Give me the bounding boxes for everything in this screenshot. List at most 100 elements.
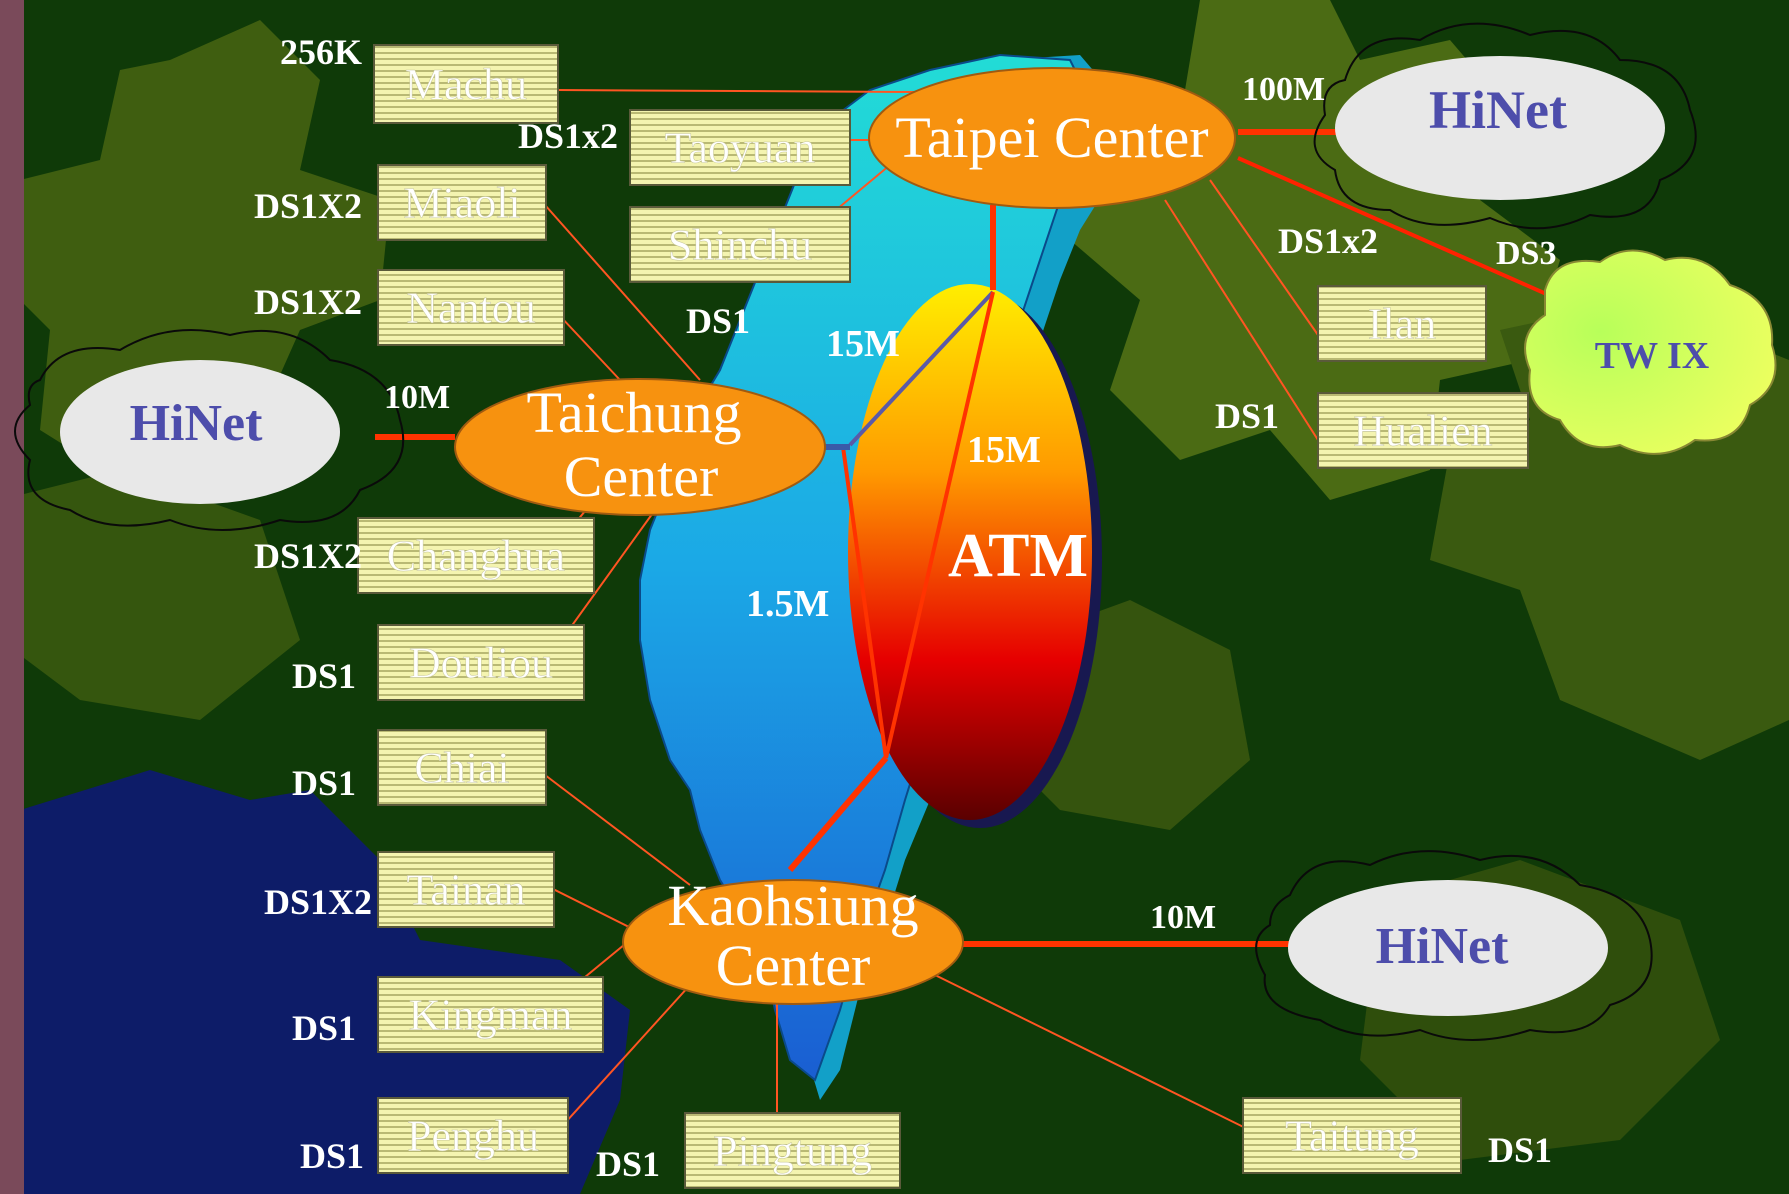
blue-gear-shape <box>20 770 630 1194</box>
site-speed: DS1 <box>292 656 356 696</box>
link-chiai <box>544 774 691 886</box>
center-kaohsiung-line2: Center <box>716 933 871 998</box>
site-speed: DS1 <box>1215 396 1279 436</box>
uplink-taipei-hinet: 100M <box>1242 71 1325 108</box>
link-taitung <box>934 974 1281 1146</box>
link-penghu <box>544 984 691 1146</box>
hinet-north-label: HiNet <box>1429 80 1567 140</box>
twix-cloud: TW IX <box>1524 249 1777 455</box>
site-speed: DS1 <box>300 1136 364 1176</box>
site-name: Kingman <box>409 991 573 1040</box>
cloud-fill <box>60 360 340 504</box>
site-box <box>377 976 604 1053</box>
center-taichung-line2: Center <box>564 444 719 509</box>
cloud-outline <box>1255 850 1653 1041</box>
site-box <box>373 44 559 124</box>
center-kaohsiung-line1: Kaohsiung <box>667 873 918 938</box>
left-edge-strip <box>0 0 24 1194</box>
site-box <box>377 851 555 928</box>
site-name: Tainan <box>406 866 525 915</box>
site-name: Hualien <box>1353 407 1492 456</box>
atm-ellipse <box>848 284 1092 820</box>
center-taichung: Taichung Center <box>454 378 826 516</box>
hinet-south-cloud: HiNet <box>1255 850 1653 1041</box>
site-name: Pingtung <box>713 1127 872 1176</box>
site-box <box>629 109 851 186</box>
atm-label: ATM <box>948 522 1088 590</box>
site-kingman: Kingman DS1 <box>292 976 604 1053</box>
site-speed: 256K <box>280 32 362 72</box>
gear-shape <box>0 470 300 720</box>
link-miaoli <box>544 204 701 381</box>
site-name: Ilan <box>1368 300 1436 349</box>
cloud-fill <box>1335 56 1665 200</box>
link-ilan <box>1209 179 1319 336</box>
site-machu: Machu 256K <box>280 32 559 124</box>
hinet-south-label: HiNet <box>1376 918 1510 975</box>
hinet-west-label: HiNet <box>130 395 264 452</box>
center-ellipse <box>622 879 964 1005</box>
site-box <box>357 517 595 594</box>
center-kaohsiung: Kaohsiung Center <box>622 873 964 1005</box>
site-douliou: Douliou DS1 <box>292 624 585 701</box>
center-taipei-label: Taipei Center <box>895 105 1208 170</box>
site-box <box>1317 392 1529 469</box>
gear-shape <box>0 20 390 480</box>
site-speed: DS1 <box>292 763 356 803</box>
backbone-links <box>375 129 1561 947</box>
uplink-taichung-hinet: 10M <box>384 379 450 416</box>
site-taoyuan: Taoyuan DS1x2 <box>518 109 851 186</box>
atm-link-kaohsiung <box>787 756 889 872</box>
site-name: Penghu <box>407 1112 539 1161</box>
site-name: Shinchu <box>668 221 812 270</box>
uplink-labels: 100M DS3 10M 10M <box>384 71 1556 936</box>
site-speed: DS1 <box>292 1008 356 1048</box>
hinet-north-cloud: HiNet <box>1313 22 1697 230</box>
site-changhua: Changhua DS1X2 <box>254 517 595 594</box>
site-box <box>684 1112 901 1189</box>
site-box <box>629 206 851 283</box>
atm-link-1 <box>848 290 995 447</box>
site-name: Miaoli <box>403 179 520 228</box>
site-speed: DS1x2 <box>518 116 618 156</box>
center-ellipse <box>454 378 826 516</box>
site-boxes: Machu256KTaoyuanDS1x2ShinchuDS1MiaoliDS1… <box>254 32 1552 1189</box>
site-name: Taoyuan <box>665 124 816 173</box>
atm-speed-2: 15M <box>967 429 1041 471</box>
atm-core: ATM 15M 15M 1.5M <box>746 205 1102 872</box>
site-name: Taitung <box>1285 1112 1419 1161</box>
center-taichung-line1: Taichung <box>527 380 742 445</box>
site-tainan: Tainan DS1X2 <box>264 851 555 928</box>
hinet-west-cloud: HiNet <box>14 329 405 531</box>
site-speed: DS1X2 <box>254 536 362 576</box>
site-box <box>377 269 565 346</box>
site-name: Douliou <box>409 639 553 688</box>
atm-speed-3: 1.5M <box>746 583 829 625</box>
site-box <box>377 729 547 806</box>
site-box <box>377 164 547 241</box>
site-speed: DS1 <box>596 1144 660 1184</box>
link-machu <box>554 89 921 93</box>
site-name: Machu <box>405 60 527 109</box>
cloud-fill <box>1524 249 1777 455</box>
atm-link-2 <box>884 291 995 759</box>
cloud-fill <box>1288 880 1608 1016</box>
twix-label: TW IX <box>1595 335 1709 377</box>
site-speed: DS1X2 <box>264 882 372 922</box>
site-name: Changhua <box>387 532 565 581</box>
site-miaoli: Miaoli DS1X2 <box>254 164 547 241</box>
site-speed: DS1X2 <box>254 186 362 226</box>
site-box <box>1317 285 1487 362</box>
uplink-kaohsiung-hinet: 10M <box>1150 899 1216 936</box>
site-speed: DS1X2 <box>254 282 362 322</box>
site-pingtung: Pingtung DS1 <box>596 1112 901 1189</box>
cloud-outline <box>1313 22 1697 230</box>
uplink-taipei-twix: DS3 <box>1496 235 1556 272</box>
site-box <box>377 624 585 701</box>
center-ellipse <box>868 67 1236 209</box>
